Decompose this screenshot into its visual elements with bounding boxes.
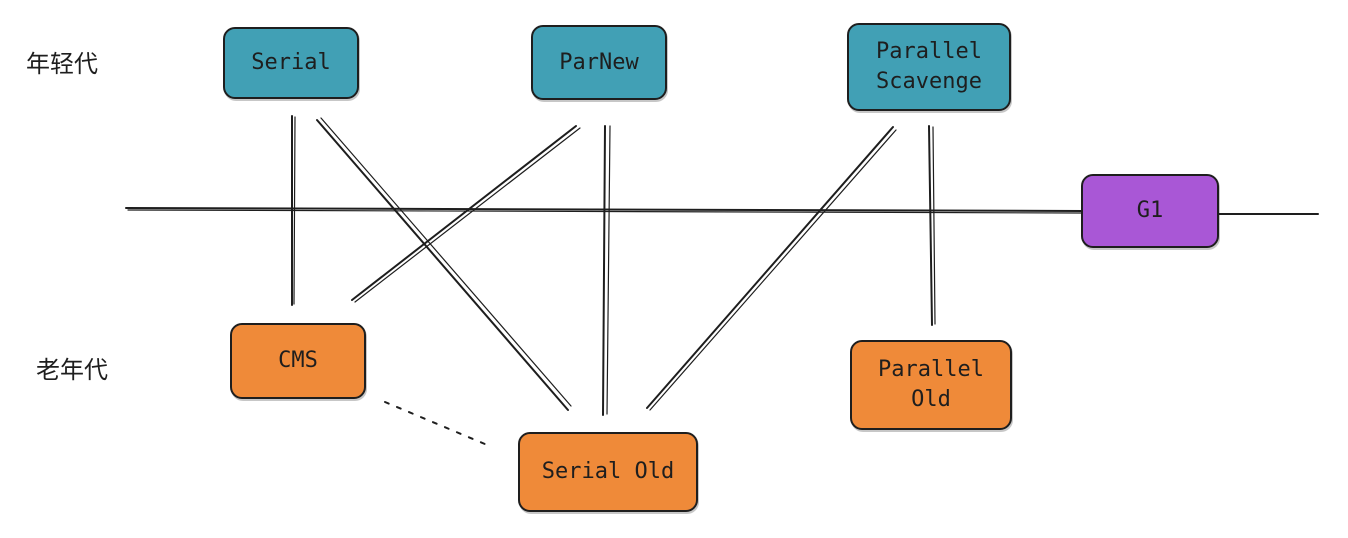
old-generation-label: 老年代: [36, 356, 108, 384]
line-ps-parallelold-sketch: [932, 126, 936, 325]
cms-node: CMS: [230, 323, 366, 399]
line-parnew-serialold-sketch: [606, 125, 611, 415]
serial-label: Serial: [251, 50, 331, 75]
g1-label: G1: [1136, 198, 1164, 223]
line-parnew-cms-sketch: [354, 127, 581, 303]
young-generation-label: 年轻代: [26, 50, 98, 78]
parnew-node: ParNew: [531, 25, 667, 100]
line-parnew-cms: [351, 125, 577, 301]
line-ps-serialold-sketch: [649, 129, 897, 411]
line-serial-serialold-sketch: [320, 117, 572, 407]
parallel-scavenge-node: Parallel Scavenge: [847, 23, 1011, 111]
parallel-scavenge-label: Parallel Scavenge: [876, 39, 982, 94]
cms-label: CMS: [278, 348, 318, 373]
parnew-label: ParNew: [559, 49, 639, 75]
serial-old-node: Serial Old: [518, 432, 698, 512]
serial-old-label: Serial Old: [541, 459, 675, 484]
parallel-old-label: Parallel Old: [878, 357, 984, 412]
line-ps-serialold: [646, 126, 894, 409]
parallel-old-node: Parallel Old: [850, 340, 1012, 430]
g1-node: G1: [1081, 174, 1219, 248]
serial-node: Serial: [223, 27, 359, 99]
line-cms-serialold-dashed: [384, 401, 493, 448]
line-parnew-serialold: [602, 125, 606, 416]
line-serial-serialold: [316, 119, 569, 411]
line-ps-parallelold: [928, 125, 933, 326]
line-serial-cms-sketch: [293, 116, 296, 305]
